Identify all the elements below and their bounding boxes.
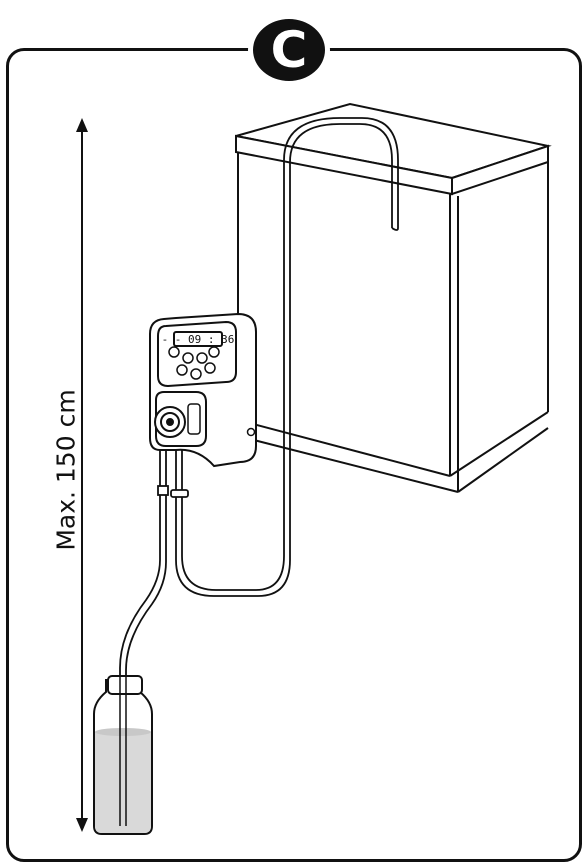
pump-display-reading: - - 09 : 36 [162, 333, 235, 346]
tube-icon [119, 440, 169, 826]
dosing-pump-icon [149, 312, 257, 468]
step-badge: C [248, 14, 330, 86]
step-letter: C [270, 21, 308, 79]
tube-icon [170, 117, 399, 597]
max-height-label: Max. 150 cm [51, 389, 81, 551]
liquid-fill [95, 732, 151, 833]
bottle-icon [93, 675, 153, 835]
height-arrow-icon [76, 118, 88, 832]
